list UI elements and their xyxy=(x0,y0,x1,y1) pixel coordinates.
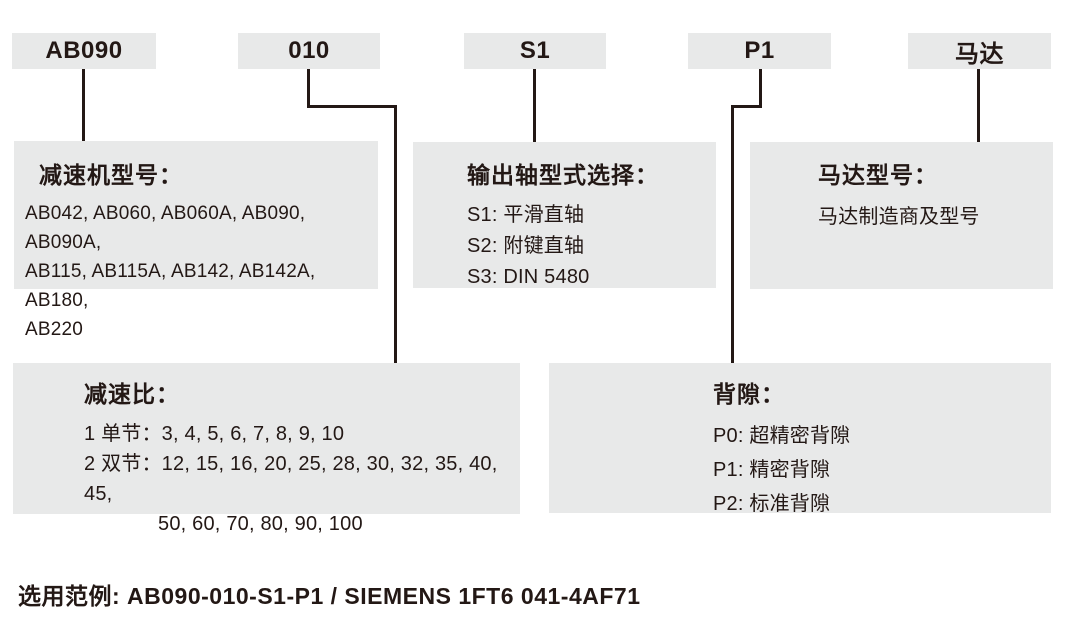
connector-motor-vertical xyxy=(977,69,980,143)
connector-p1-horizontal xyxy=(731,105,762,108)
panel-reduction-ratio-line: 2 双节：12, 15, 16, 20, 25, 28, 30, 32, 35,… xyxy=(84,453,498,505)
connector-ab090-vertical xyxy=(82,69,85,141)
panel-output-shaft-line: S3: DIN 5480 xyxy=(467,266,590,288)
panel-output-shaft: 输出轴型式选择： S1: 平滑直轴 S2: 附键直轴 S3: DIN 5480 xyxy=(413,142,716,288)
panel-gearbox-model: 减速机型号： AB042, AB060, AB060A, AB090, AB09… xyxy=(14,141,378,340)
panel-gearbox-model-line: AB220 xyxy=(25,319,84,340)
code-box-motor: 马达 xyxy=(908,33,1051,69)
code-box-shaft: S1 xyxy=(464,33,606,69)
code-label-backlash: P1 xyxy=(744,37,775,64)
code-label-gearbox-model: AB090 xyxy=(45,37,123,64)
panel-output-shaft-line: S1: 平滑直轴 xyxy=(467,204,585,226)
code-box-ratio: 010 xyxy=(238,33,380,69)
code-box-backlash: P1 xyxy=(688,33,831,69)
panel-backlash-title: 背隙： xyxy=(713,381,785,407)
connector-010-vertical-bottom xyxy=(394,105,397,363)
panel-gearbox-model-title: 减速机型号： xyxy=(39,162,183,188)
panel-backlash-line: P0: 超精密背隙 xyxy=(713,425,851,447)
selection-example-text: 选用范例: AB090-010-S1-P1 / SIEMENS 1FT6 041… xyxy=(18,583,641,609)
panel-gearbox-model-line: AB042, AB060, AB060A, AB090, AB090A, xyxy=(25,203,306,253)
connector-p1-vertical-top xyxy=(759,69,762,108)
panel-backlash: 背隙： P0: 超精密背隙 P1: 精密背隙 P2: 标准背隙 xyxy=(549,363,1051,515)
connector-010-vertical-top xyxy=(307,69,310,108)
panel-reduction-ratio-line-continuation: 50, 60, 70, 80, 90, 100 xyxy=(158,513,363,535)
code-label-motor: 马达 xyxy=(955,40,1004,68)
connector-010-horizontal xyxy=(307,105,397,108)
code-label-ratio: 010 xyxy=(288,37,330,64)
panel-motor-model-line: 马达制造商及型号 xyxy=(818,206,980,228)
panel-motor-model-title: 马达型号： xyxy=(818,162,938,188)
connector-p1-vertical-bottom xyxy=(731,105,734,363)
connector-s1-vertical xyxy=(533,69,536,142)
panel-output-shaft-line: S2: 附键直轴 xyxy=(467,235,585,257)
code-box-gearbox-model: AB090 xyxy=(12,33,156,69)
panel-reduction-ratio: 减速比： 1 单节：3, 4, 5, 6, 7, 8, 9, 10 2 双节：1… xyxy=(13,363,520,535)
panel-reduction-ratio-line: 1 单节：3, 4, 5, 6, 7, 8, 9, 10 xyxy=(84,423,345,445)
code-label-shaft: S1 xyxy=(519,37,551,64)
panel-reduction-ratio-title: 减速比： xyxy=(84,381,180,407)
panel-backlash-line: P1: 精密背隙 xyxy=(713,459,831,481)
panel-motor-model: 马达型号： 马达制造商及型号 xyxy=(750,142,1053,289)
panel-gearbox-model-line: AB115, AB115A, AB142, AB142A, AB180, xyxy=(25,261,316,311)
panel-output-shaft-title: 输出轴型式选择： xyxy=(467,162,659,188)
panel-backlash-line: P2: 标准背隙 xyxy=(713,493,831,515)
